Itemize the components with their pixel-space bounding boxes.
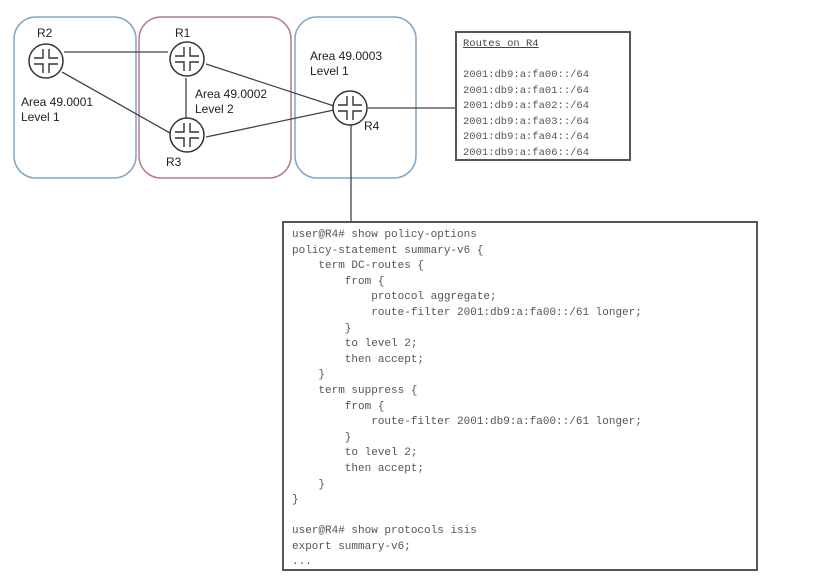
cli-line: }	[292, 431, 352, 444]
router-label-r2: R2	[37, 26, 53, 40]
cli-line: to level 2;	[292, 447, 418, 460]
area-1-level: Level 1	[21, 110, 60, 124]
area-3-level: Level 1	[310, 64, 349, 78]
route-entry: 2001:db9:a:fa01::/64	[463, 84, 590, 97]
routes-box-title: Routes on R4	[463, 38, 539, 50]
cli-line: user@R4# show policy-options	[292, 229, 477, 241]
area-3-label: Area 49.0003	[310, 49, 382, 63]
router-icon-r3	[169, 117, 205, 153]
router-label-r1: R1	[175, 26, 191, 40]
route-entry: 2001:db9:a:fa04::/64	[463, 131, 590, 143]
area-2-level: Level 2	[195, 102, 234, 116]
cli-line: policy-statement summary-v6 {	[292, 244, 484, 257]
cli-line: }	[292, 369, 326, 382]
route-entry: 2001:db9:a:fa00::/64	[463, 69, 590, 81]
link-r2-r3	[61, 71, 171, 134]
router-icon-r4	[332, 90, 368, 126]
route-entry: 2001:db9:a:fa03::/64	[463, 115, 590, 128]
cli-line: }	[292, 494, 299, 507]
route-entry: 2001:db9:a:fa06::/64	[463, 146, 590, 159]
area-49-0002-box	[138, 16, 292, 179]
cli-line: export summary-v6;	[292, 540, 411, 553]
cli-line: }	[292, 322, 352, 335]
cli-line: ...	[292, 556, 312, 569]
link-r3-r4	[205, 109, 335, 138]
cli-line: user@R4# show protocols isis	[292, 525, 477, 538]
area-1-label: Area 49.0001	[21, 95, 93, 109]
cli-line: from {	[292, 275, 385, 288]
cli-line	[292, 509, 748, 525]
cli-line: to level 2;	[292, 338, 418, 351]
router-icon-r1	[169, 41, 205, 77]
cli-line: protocol aggregate;	[292, 291, 497, 304]
router-label-r4: R4	[364, 119, 380, 133]
area-49-0001-box	[13, 16, 137, 179]
link-r1-r4	[205, 63, 335, 107]
cli-line: route-filter 2001:db9:a:fa00::/61 longer…	[292, 306, 642, 319]
cli-line: route-filter 2001:db9:a:fa00::/61 longer…	[292, 416, 642, 429]
area-2-label: Area 49.0002	[195, 87, 267, 101]
routes-on-r4-box: Routes on R4 2001:db9:a:fa00::/64 2001:d…	[455, 31, 631, 161]
cli-line: then accept;	[292, 462, 425, 475]
cli-line: term DC-routes {	[292, 260, 425, 273]
cli-line: }	[292, 478, 326, 491]
cli-output-box: user@R4# show policy-options policy-stat…	[282, 221, 758, 571]
routes-list: 2001:db9:a:fa00::/64 2001:db9:a:fa01::/6…	[463, 68, 623, 161]
cli-line: from {	[292, 400, 385, 413]
route-entry: 2001:db9:a:fa02::/64	[463, 100, 590, 112]
router-icon-r2	[28, 43, 64, 79]
cli-line: then accept;	[292, 353, 425, 366]
router-label-r3: R3	[166, 155, 182, 169]
cli-line: term suppress {	[292, 384, 418, 397]
area-49-0003-box	[294, 16, 417, 179]
